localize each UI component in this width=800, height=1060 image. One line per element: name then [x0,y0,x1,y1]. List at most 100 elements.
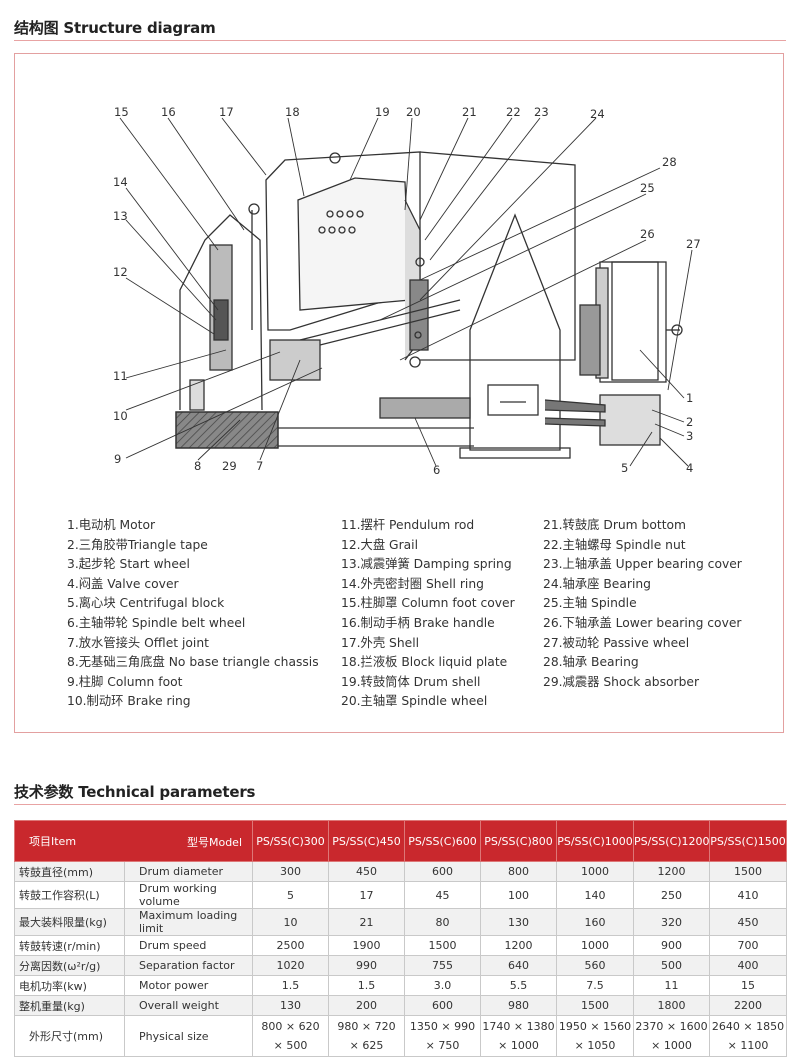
table-cell: 1800 [633,995,710,1016]
legend-item: 4.闷盖 Valve cover [67,576,179,591]
table-cell: 400 [709,955,787,976]
legend-column-2: 11.摆杆 Pendulum rod 12.大盘 Grail 13.减震弹簧 D… [341,516,515,712]
table-cell: 130 [480,908,557,936]
size-line1: 1740 × 1380 [482,1020,555,1033]
table-cell: 21 [328,908,405,936]
row-label-en: Maximum loading limit [124,908,253,936]
table-row: 转鼓直径(mm) Drum diameter 300 450 600 800 1… [14,861,787,882]
legend-item: 6.主轴带轮 Spindle belt wheel [67,615,246,630]
callout-23: 23 [534,105,549,119]
legend-item: 13.减震弹簧 Damping spring [341,557,512,572]
table-cell: 980 [480,995,557,1016]
table-cell: 1500 [709,861,787,882]
table-cell: 1000 [556,935,634,956]
model-header: PS/SS(C)450 [328,820,405,862]
table-row: 最大装料限量(kg) Maximum loading limit 10 21 8… [14,908,787,936]
table-cell: 600 [404,995,481,1016]
row-label-en: Motor power [124,975,253,996]
legend-item: 9.柱脚 Column foot [67,674,183,689]
size-line2: × 500 [273,1039,308,1052]
table-cell: 500 [633,955,710,976]
callout-7: 7 [256,459,263,473]
callout-1: 1 [686,391,693,405]
header-item-label: 项目Item [29,835,77,848]
size-line2: × 1000 [498,1039,539,1052]
legend-item: 25.主轴 Spindle [543,596,637,611]
legend-item: 11.摆杆 Pendulum rod [341,518,475,532]
legend-item: 22.主轴螺母 Spindle nut [543,537,686,552]
legend-item: 19.转鼓筒体 Drum shell [341,674,481,689]
table-cell: 1200 [633,861,710,882]
size-line1: 800 × 620 [261,1020,320,1033]
callout-4: 4 [686,461,693,475]
table-cell: 450 [328,861,405,882]
size-line1: 2640 × 1850 [711,1020,785,1033]
row-label-en: Separation factor [124,955,253,976]
table-cell: 80 [404,908,481,936]
legend-item: 28.轴承 Bearing [543,655,639,670]
legend-item: 16.制动手柄 Brake handle [341,615,495,630]
legend-item: 10.制动环 Brake ring [67,694,191,709]
table-cell: 410 [709,881,787,909]
title-divider [14,804,786,805]
table-row: 电机功率(kw) Motor power 1.5 1.5 3.0 5.5 7.5… [14,975,787,996]
callout-9: 9 [114,452,121,466]
callout-5: 5 [621,461,628,475]
row-label-en: Drum working volume [124,881,253,909]
row-label-cn: 外形尺寸(mm) [14,1015,125,1057]
row-label-cn: 转鼓工作容积(L) [14,881,125,909]
table-cell: 10 [252,908,329,936]
row-label-en: Overall weight [124,995,253,1016]
technical-parameters-table: 项目Item 型号Model PS/SS(C)300 PS/SS(C)450 P… [14,820,787,1057]
callout-22: 22 [506,105,521,119]
table-cell: 640 [480,955,557,976]
callout-8: 8 [194,459,201,473]
table-cell: 320 [633,908,710,936]
table-cell: 17 [328,881,405,909]
callout-6: 6 [433,463,440,477]
callout-27: 27 [686,237,701,251]
table-cell: 1020 [252,955,329,976]
legend-column-1: 1.电动机 Motor 2.三角胶带Triangle tape 3.起步轮 St… [67,516,319,712]
callout-21: 21 [462,105,477,119]
structure-diagram-frame [14,53,784,733]
table-cell: 1200 [480,935,557,956]
size-line2: × 625 [349,1039,384,1052]
table-cell: 5.5 [480,975,557,996]
size-line1: 1950 × 1560 [558,1020,632,1033]
table-cell: 1.5 [328,975,405,996]
table-cell: 700 [709,935,787,956]
table-cell: 5 [252,881,329,909]
legend-item: 27.被动轮 Passive wheel [543,635,690,650]
callout-26: 26 [640,227,655,241]
row-label-en: Physical size [124,1015,253,1057]
size-line2: × 1000 [651,1039,692,1052]
model-header: PS/SS(C)1000 [556,820,634,862]
table-row: 转鼓转速(r/min) Drum speed 2500 1900 1500 12… [14,935,787,956]
callout-28: 28 [662,155,677,169]
table-cell: 1.5 [252,975,329,996]
table-cell: 140 [556,881,634,909]
row-label-en: Drum speed [124,935,253,956]
table-cell: 100 [480,881,557,909]
row-label-cn: 最大装料限量(kg) [14,908,125,936]
table-cell: 1740 × 1380 × 1000 [480,1015,557,1057]
table-cell: 250 [633,881,710,909]
legend-item: 7.放水管接头 Offlet joint [67,635,209,650]
table-row: 外形尺寸(mm) Physical size 800 × 620× 500 98… [14,1015,787,1057]
table-cell: 7.5 [556,975,634,996]
table-cell: 1500 [556,995,634,1016]
table-cell: 1350 × 990× 750 [404,1015,481,1057]
table-header-row: 项目Item 型号Model PS/SS(C)300 PS/SS(C)450 P… [14,820,787,862]
row-label-cn: 电机功率(kw) [14,975,125,996]
table-cell: 2370 × 1600× 1000 [633,1015,710,1057]
table-cell: 1900 [328,935,405,956]
callout-10: 10 [113,409,128,423]
callout-20: 20 [406,105,421,119]
legend-item: 24.轴承座 Bearing [543,576,651,591]
row-label-cn: 分离因数(ω²r/g) [14,955,125,976]
table-cell: 160 [556,908,634,936]
table-cell: 200 [328,995,405,1016]
legend-item: 21.转鼓底 Drum bottom [543,518,687,532]
callout-14: 14 [113,175,128,189]
